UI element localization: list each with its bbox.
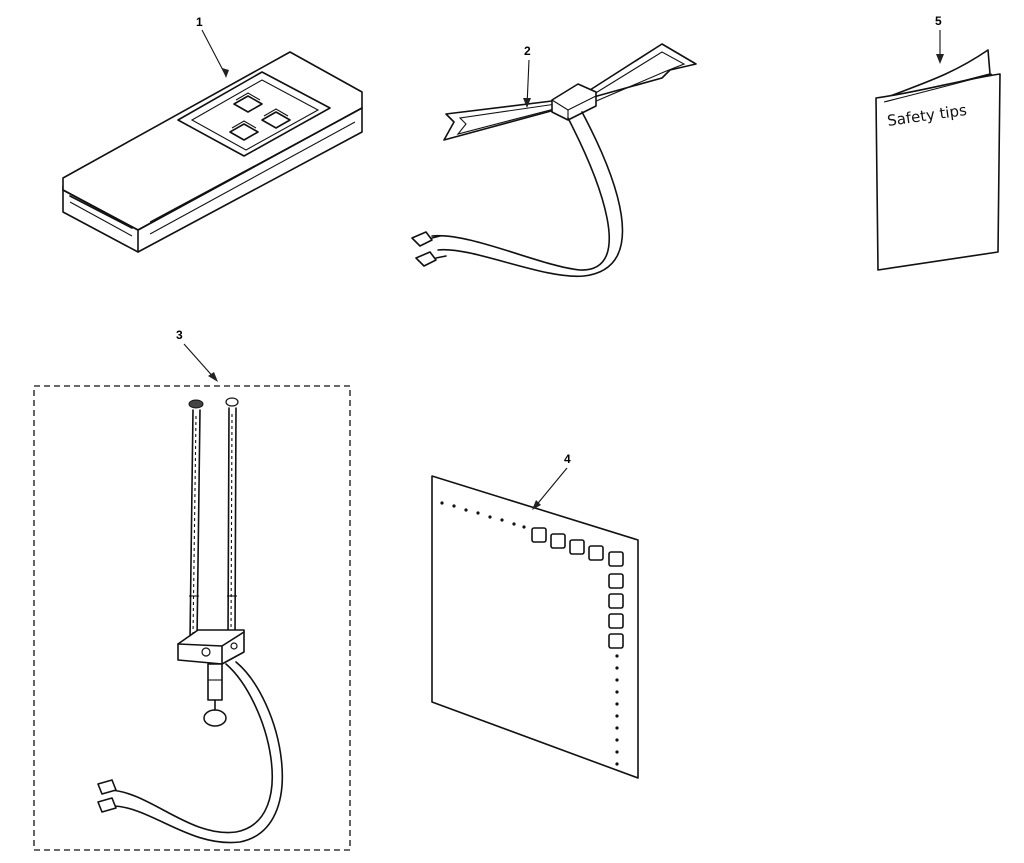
callout-1-label: 1 — [196, 15, 203, 29]
callout-2: 2 — [523, 44, 531, 108]
callout-1: 1 — [196, 15, 229, 78]
remote-control — [62, 51, 363, 253]
control-panel-sheet — [431, 475, 639, 779]
rod-antenna — [97, 397, 284, 844]
callout-3-label: 3 — [176, 328, 183, 342]
bowtie-antenna — [411, 43, 697, 278]
callout-5: 5 — [935, 14, 944, 64]
callout-4-label: 4 — [564, 452, 571, 466]
callout-3: 3 — [176, 328, 218, 382]
callout-2-label: 2 — [524, 44, 531, 58]
callout-4: 4 — [532, 452, 571, 510]
safety-booklet: Safety tips — [875, 49, 1001, 271]
callout-5-label: 5 — [935, 14, 942, 28]
